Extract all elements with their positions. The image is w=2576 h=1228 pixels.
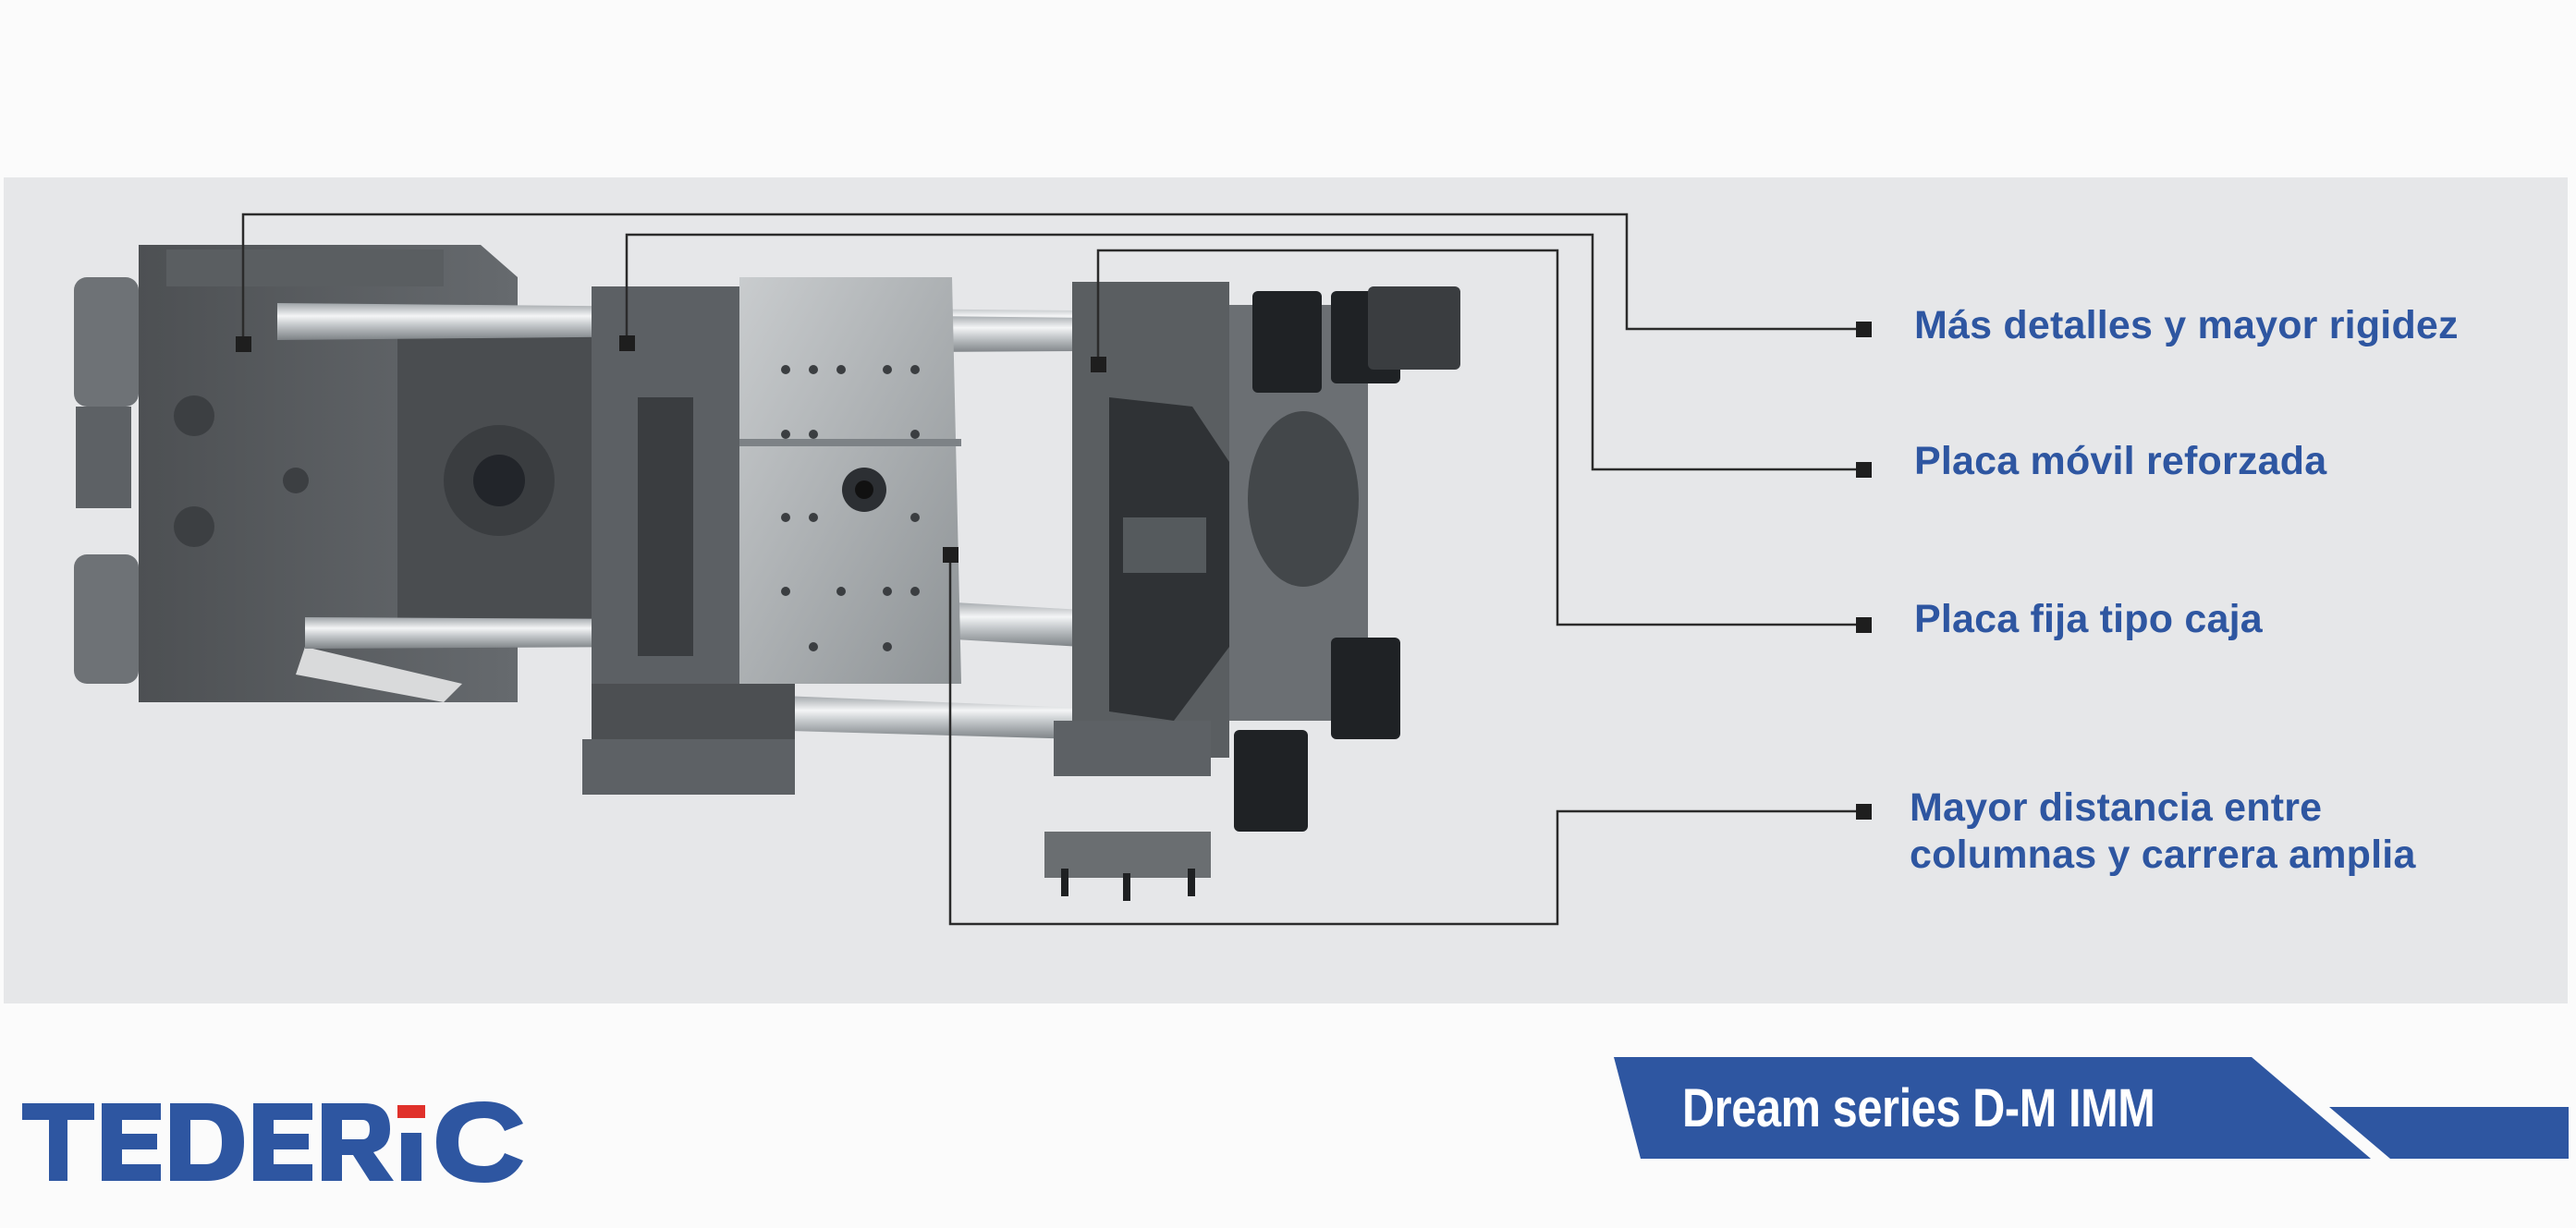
callout-text-line-1: Mayor distancia entre [1910,785,2323,830]
callout-text-line-2: columnas y carrera amplia [1910,833,2416,877]
callout-label-fixed-platen: Placa fija tipo caja [1914,596,2263,643]
callout-text: Placa móvil reforzada [1914,439,2327,483]
callout-text: Placa fija tipo caja [1914,597,2263,641]
tederic-logo [22,1101,523,1183]
callout-label-tie-bar-distance: Mayor distancia entre columnas y carrera… [1910,784,2416,879]
series-title: Dream series D-M IMM [1682,1078,2155,1138]
callout-label-rigidity: Más detalles y mayor rigidez [1914,302,2459,349]
callout-label-moving-platen: Placa móvil reforzada [1914,438,2326,485]
callout-text: Más detalles y mayor rigidez [1914,303,2459,347]
